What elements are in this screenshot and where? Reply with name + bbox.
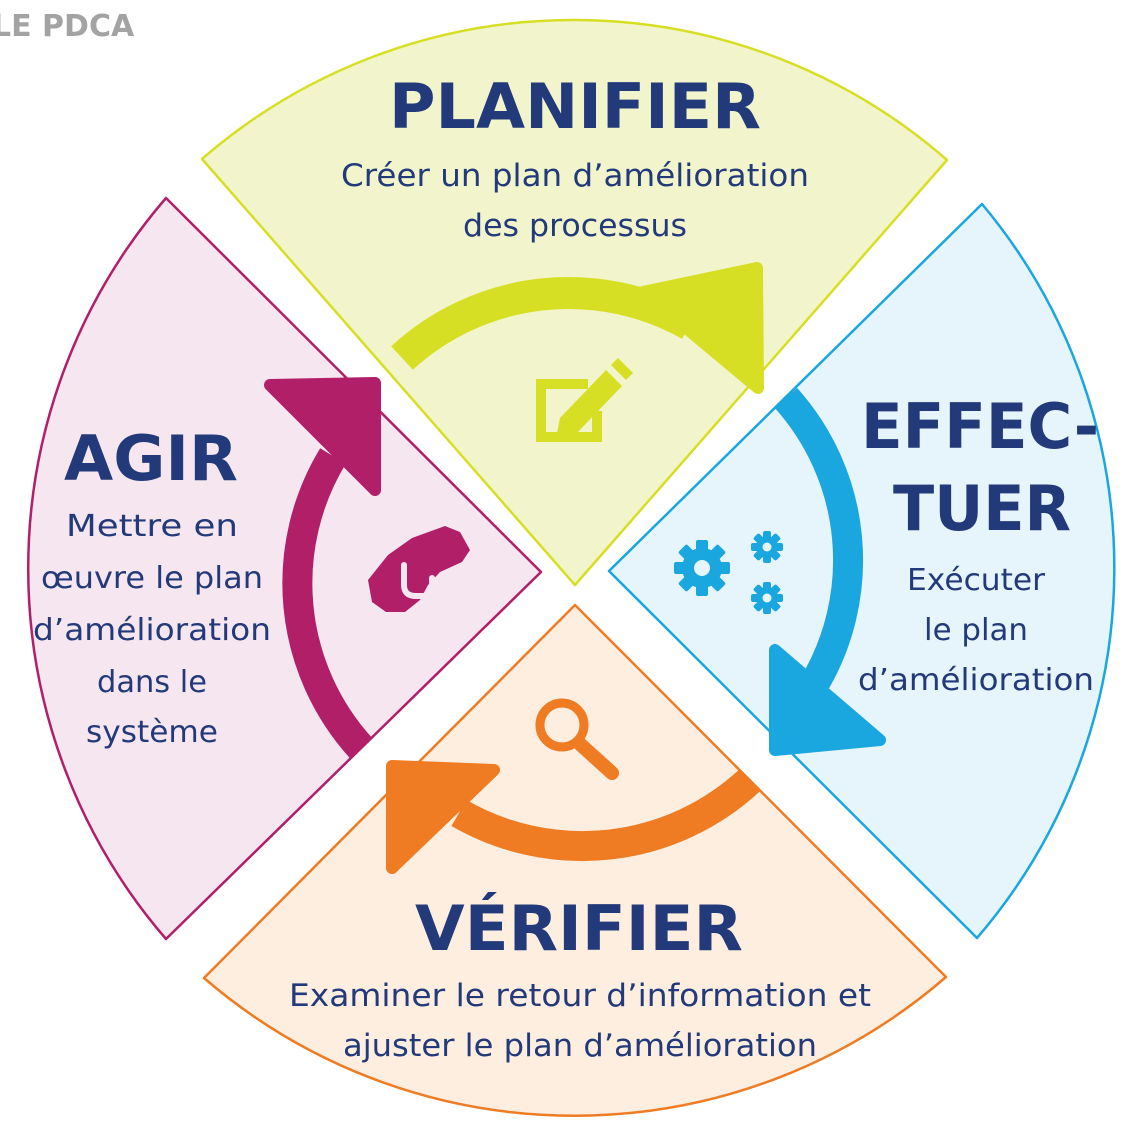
agir-desc-line-2: œuvre le plan [41, 561, 263, 596]
search-icon [535, 698, 619, 780]
effectuer-desc-line-3: d’amélioration [858, 663, 1094, 698]
effectuer-title-line-2: TUER [893, 472, 1071, 545]
verifier-cycle-arrow [451, 768, 761, 862]
agir-desc-line-4: dans le [97, 665, 207, 700]
handshake-icon [368, 526, 470, 612]
planifier-desc-line-2: des processus [463, 208, 687, 244]
agir-cycle-arrow [282, 448, 373, 759]
verifier-desc-line-2: ajuster le plan d’amélioration [343, 1028, 817, 1064]
verifier-arrowhead [386, 760, 500, 874]
verifier-desc-line-1: Examiner le retour d’information et [289, 978, 871, 1014]
agir-title: AGIR [64, 422, 238, 495]
agir-desc-line-1: Mettre en [66, 509, 238, 544]
edit-icon [536, 358, 633, 442]
planifier-desc-line-1: Créer un plan d’amélioration [341, 158, 809, 194]
planifier-arrowhead [637, 262, 764, 394]
agir-arrowhead [264, 377, 381, 496]
agir-desc-line-3: d’amélioration [33, 613, 271, 648]
effectuer-desc-line-2: le plan [924, 613, 1028, 648]
effectuer-arrowhead [769, 644, 886, 756]
effectuer-desc-line-1: Exécuter [907, 563, 1046, 598]
effectuer-cycle-arrow [774, 387, 864, 694]
agir-desc-line-5: système [86, 715, 218, 750]
verifier-title: VÉRIFIER [415, 892, 743, 965]
planifier-cycle-arrow [391, 276, 698, 370]
diagram-header-title: LE PDCA [0, 9, 135, 44]
effectuer-title-line-1: EFFEC- [861, 390, 1099, 463]
planifier-title: PLANIFIER [389, 70, 761, 143]
gears-icon [674, 531, 783, 614]
